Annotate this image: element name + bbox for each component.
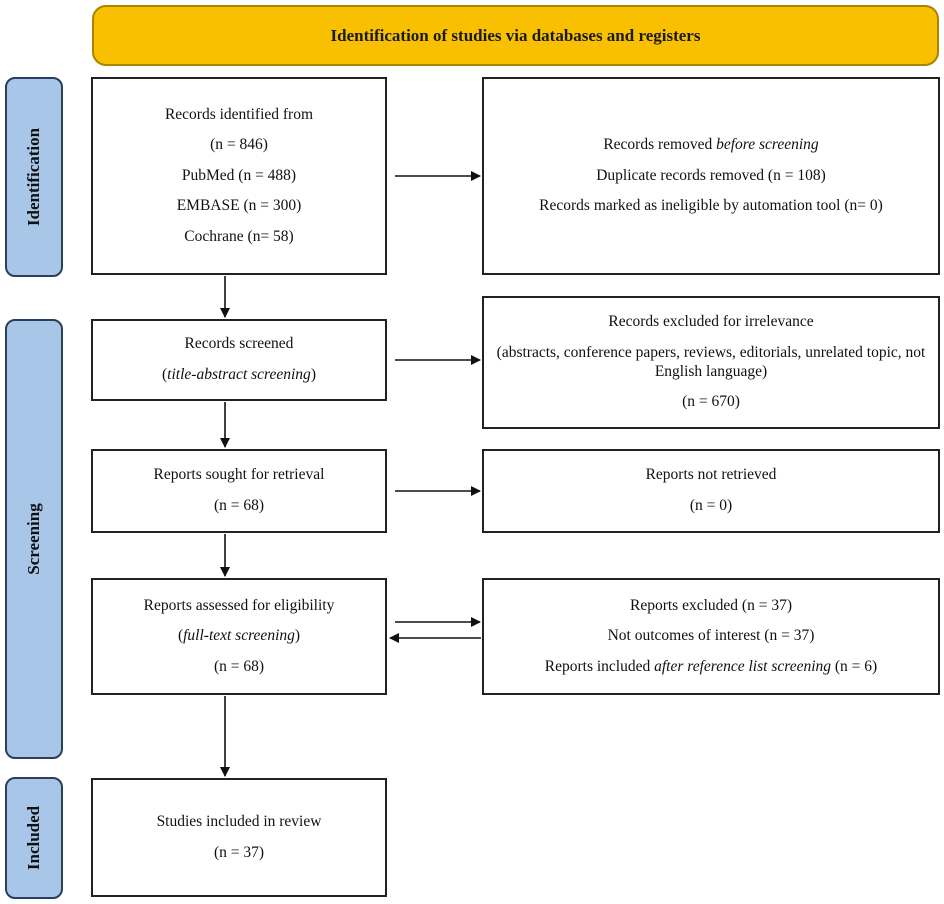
reports-assessed-title: Reports assessed for eligibility xyxy=(143,596,335,614)
records-identified-title: Records identified from xyxy=(164,105,314,123)
reports-excluded-reason: Not outcomes of interest (n = 37) xyxy=(607,627,815,645)
stage-screening: Screening xyxy=(5,319,63,759)
stage-included: Included xyxy=(5,777,63,899)
records-removed-title: Records removed before screening xyxy=(603,136,819,154)
records-pubmed: PubMed (n = 488) xyxy=(181,166,297,184)
records-excluded-reasons: (abstracts, conference papers, reviews, … xyxy=(496,343,926,380)
records-excluded-count: (n = 670) xyxy=(682,393,740,411)
reports-excluded-box: Reports excluded (n = 37) Not outcomes o… xyxy=(482,578,940,695)
automation-ineligible: Records marked as ineligible by automati… xyxy=(539,197,883,215)
reports-sought-box: Reports sought for retrieval (n = 68) xyxy=(91,449,387,533)
header-title: Identification of studies via databases … xyxy=(330,25,701,45)
section-header: Identification of studies via databases … xyxy=(92,5,939,66)
studies-included-title: Studies included in review xyxy=(156,812,322,830)
records-excluded-box: Records excluded for irrelevance (abstra… xyxy=(482,296,940,429)
records-screened-note: (title-abstract screening) xyxy=(162,366,316,383)
reports-not-retrieved-title: Reports not retrieved xyxy=(645,466,777,484)
records-embase: EMBASE (n = 300) xyxy=(176,197,302,215)
reports-excluded-title: Reports excluded (n = 37) xyxy=(630,596,792,614)
reports-included-after-reference: Reports included after reference list sc… xyxy=(544,657,878,675)
stage-identification: Identification xyxy=(5,77,63,277)
reports-assessed-note: (full-text screening) xyxy=(177,627,301,645)
records-screened-box: Records screened (title-abstract screeni… xyxy=(91,319,387,401)
records-excluded-title: Records excluded for irrelevance xyxy=(608,313,814,331)
reports-assessed-box: Reports assessed for eligibility (full-t… xyxy=(91,578,387,695)
reports-not-retrieved-box: Reports not retrieved (n = 0) xyxy=(482,449,940,533)
reports-sought-title: Reports sought for retrieval xyxy=(153,466,325,484)
reports-not-retrieved-count: (n = 0) xyxy=(689,497,733,514)
records-removed-box: Records removed before screening Duplica… xyxy=(482,77,940,275)
reports-sought-count: (n = 68) xyxy=(213,497,265,514)
records-cochrane: Cochrane (n= 58) xyxy=(184,227,294,245)
studies-included-count: (n = 37) xyxy=(213,843,265,861)
reports-assessed-count: (n = 68) xyxy=(213,657,265,675)
records-identified-box: Records identified from (n = 846) PubMed… xyxy=(91,77,387,275)
records-screened-title: Records screened xyxy=(184,335,294,353)
records-identified-total: (n = 846) xyxy=(210,136,268,154)
studies-included-box: Studies included in review (n = 37) xyxy=(91,778,387,897)
duplicates-removed: Duplicate records removed (n = 108) xyxy=(596,166,826,184)
